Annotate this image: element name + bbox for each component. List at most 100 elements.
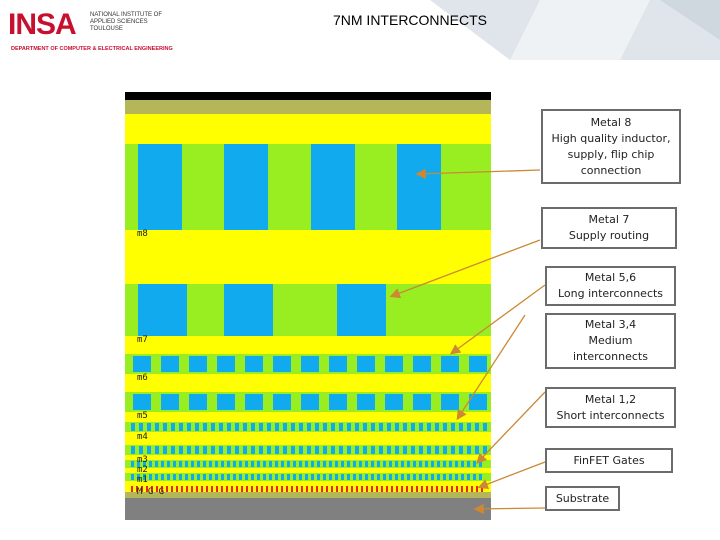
gate xyxy=(356,486,358,492)
m4-wire xyxy=(435,423,439,431)
dielectric xyxy=(125,455,491,460)
gate xyxy=(326,486,328,492)
m5-wire xyxy=(189,394,207,410)
m5-wire xyxy=(273,394,291,410)
m4-wire xyxy=(483,423,487,431)
m4-wire xyxy=(243,423,247,431)
m3-wire xyxy=(131,446,135,454)
m2-wire xyxy=(413,461,416,467)
gate xyxy=(251,486,253,492)
m2-wire xyxy=(215,461,218,467)
m3-wire xyxy=(219,446,223,454)
m3-wire xyxy=(307,446,311,454)
m4-wire xyxy=(419,423,423,431)
m1-wire xyxy=(137,474,140,480)
dielectric xyxy=(125,374,491,392)
m2-wire xyxy=(131,461,134,467)
m2-wire xyxy=(443,461,446,467)
gate xyxy=(231,486,233,492)
m4-wire xyxy=(139,423,143,431)
m4-wire xyxy=(155,423,159,431)
m7-wire xyxy=(138,284,187,336)
gate xyxy=(401,486,403,492)
m4-wire xyxy=(475,423,479,431)
top-cap xyxy=(125,100,491,114)
m4-wire xyxy=(219,423,223,431)
m1-wire xyxy=(347,474,350,480)
m1-wire xyxy=(395,474,398,480)
gate xyxy=(456,486,458,492)
m7-wire xyxy=(337,284,386,336)
m5-wire xyxy=(385,394,403,410)
m3-wire xyxy=(323,446,327,454)
m2-wire xyxy=(245,461,248,467)
gate xyxy=(216,486,218,492)
m1-wire xyxy=(239,474,242,480)
m5-wire xyxy=(245,394,263,410)
m1-wire xyxy=(251,474,254,480)
m2-wire xyxy=(425,461,428,467)
m3-wire xyxy=(435,446,439,454)
m2-wire xyxy=(269,461,272,467)
m3-wire xyxy=(187,446,191,454)
m2-wire xyxy=(179,461,182,467)
logo-department: DEPARTMENT OF COMPUTER & ELECTRICAL ENGI… xyxy=(11,46,173,52)
gate xyxy=(376,486,378,492)
m4-wire xyxy=(451,423,455,431)
gate xyxy=(366,486,368,492)
m4-wire xyxy=(427,423,431,431)
m2-wire xyxy=(401,461,404,467)
m4-wire xyxy=(227,423,231,431)
m1-wire xyxy=(227,474,230,480)
gate xyxy=(396,486,398,492)
m2-wire xyxy=(251,461,254,467)
gate xyxy=(331,486,333,492)
gate xyxy=(386,486,388,492)
m4-wire xyxy=(411,423,415,431)
m1-wire xyxy=(149,474,152,480)
m2-wire xyxy=(473,461,476,467)
m2-wire xyxy=(287,461,290,467)
m3-wire xyxy=(243,446,247,454)
gate xyxy=(341,486,343,492)
gate xyxy=(226,486,228,492)
m1-wire xyxy=(311,474,314,480)
m4-wire xyxy=(211,423,215,431)
m1-wire xyxy=(359,474,362,480)
m3-wire xyxy=(339,446,343,454)
m1-wire xyxy=(173,474,176,480)
m3-wire xyxy=(427,446,431,454)
m3-wire xyxy=(443,446,447,454)
gate xyxy=(286,486,288,492)
m6-wire xyxy=(189,356,207,372)
m1-wire xyxy=(425,474,428,480)
m3-wire xyxy=(267,446,271,454)
m1-wire xyxy=(443,474,446,480)
m1-wire xyxy=(455,474,458,480)
m5-wire xyxy=(469,394,487,410)
gate xyxy=(211,486,213,492)
m2-wire xyxy=(197,461,200,467)
m2-wire xyxy=(137,461,140,467)
m4-wire xyxy=(467,423,471,431)
m1-wire xyxy=(305,474,308,480)
m6-wire xyxy=(161,356,179,372)
m6-wire xyxy=(329,356,347,372)
m3-wire xyxy=(387,446,391,454)
m8-wire xyxy=(224,144,268,230)
gate xyxy=(136,486,138,492)
m6-wire xyxy=(217,356,235,372)
dielectric xyxy=(125,481,491,486)
m3-wire xyxy=(291,446,295,454)
callout-substrate: Substrate xyxy=(545,486,620,511)
m2-wire xyxy=(347,461,350,467)
m4-wire xyxy=(275,423,279,431)
m2-wire xyxy=(233,461,236,467)
m3-wire xyxy=(379,446,383,454)
m8-wire xyxy=(311,144,355,230)
layer-label-m6: m6 xyxy=(137,373,148,383)
m4-wire xyxy=(307,423,311,431)
m2-wire xyxy=(419,461,422,467)
slide-title: 7NM INTERCONNECTS xyxy=(332,12,487,28)
m4-wire xyxy=(187,423,191,431)
